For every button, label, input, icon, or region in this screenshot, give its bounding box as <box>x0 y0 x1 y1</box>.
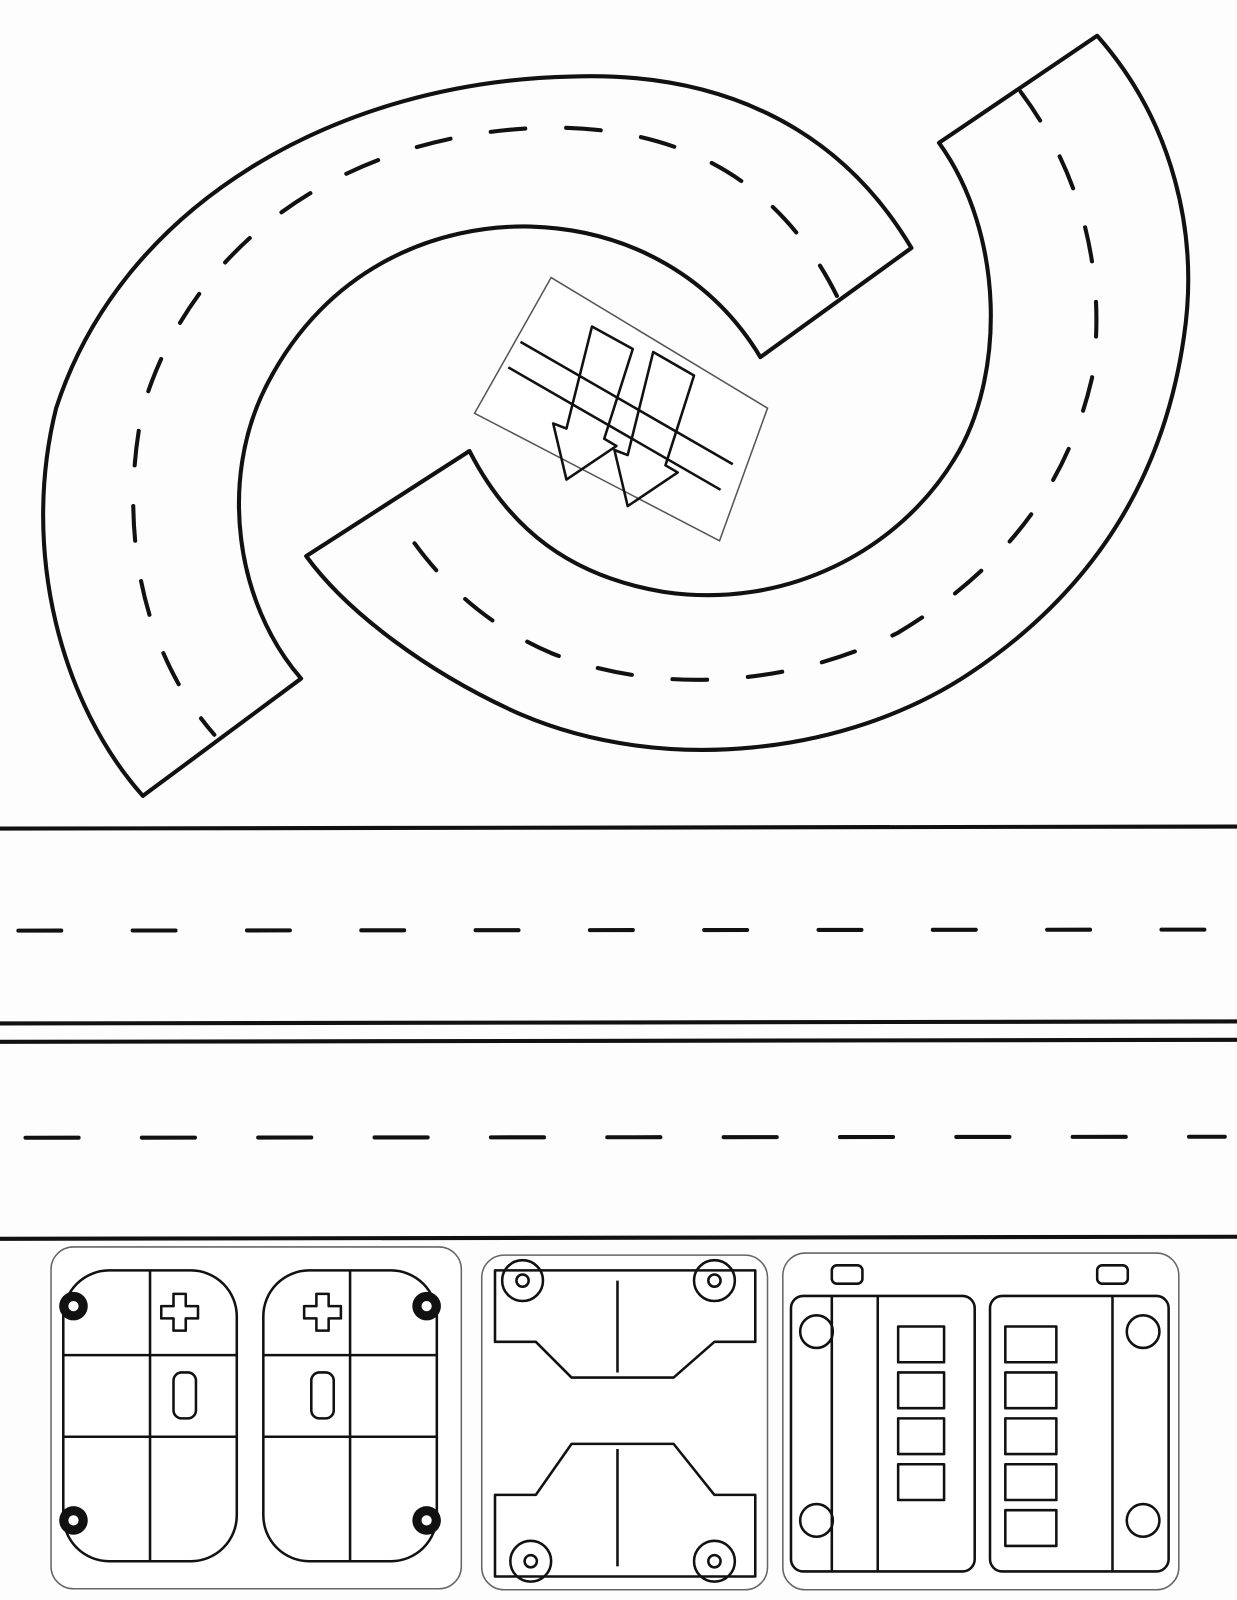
straight-road-top <box>0 824 1237 1026</box>
road-sign-thumbnail <box>473 276 769 542</box>
car-icon <box>493 1258 757 1583</box>
ambulance-card <box>50 1246 463 1590</box>
car-card <box>480 1254 769 1591</box>
straight-road-bottom <box>0 1037 1237 1241</box>
bus-card <box>782 1252 1180 1591</box>
bus-icon <box>789 1264 1170 1573</box>
arrow-icon <box>551 325 696 508</box>
ambulance-icon <box>59 1269 441 1563</box>
curved-road-right <box>304 33 1191 752</box>
curved-road-left <box>41 74 914 798</box>
